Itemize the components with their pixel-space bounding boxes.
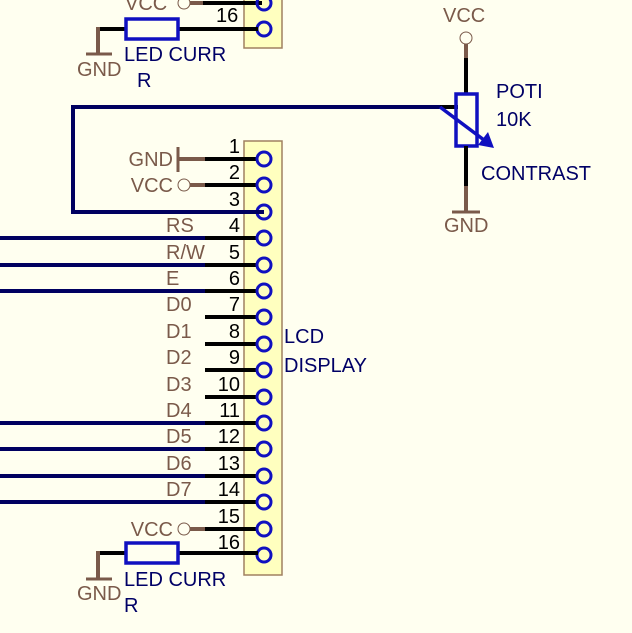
pad-9[interactable] xyxy=(255,361,273,379)
net-label-8: D1 xyxy=(166,321,192,343)
net-label-15: VCC xyxy=(131,519,173,541)
pin-number-15: 15 xyxy=(218,506,240,528)
pad-13[interactable] xyxy=(255,467,273,485)
poti-value: 10K xyxy=(496,109,532,131)
contrast-wire xyxy=(71,105,440,214)
net-label-1: GND xyxy=(129,149,173,171)
poti-wiper-line xyxy=(438,105,486,142)
net-label-2: VCC xyxy=(131,175,173,197)
pin-number-9: 9 xyxy=(229,347,240,369)
pad-15[interactable] xyxy=(255,520,273,538)
ledr-label-1: LED CURR xyxy=(124,569,226,591)
pin-number-10: 10 xyxy=(218,374,240,396)
lcd-label-line2: DISPLAY xyxy=(284,355,367,377)
partial-pin-16-number: 16 xyxy=(216,5,238,27)
net-label-13: D6 xyxy=(166,453,192,475)
net-label-6: E xyxy=(166,268,179,290)
partial-gnd-label: GND xyxy=(77,59,121,81)
potentiometer[interactable]: VCC GND POTI 10K CONTRAST xyxy=(438,5,591,237)
net-label-11: D4 xyxy=(166,400,192,422)
pin-number-3: 3 xyxy=(229,189,240,211)
pin-number-16: 16 xyxy=(218,532,240,554)
ledr-gnd-label: GND xyxy=(77,583,121,605)
net-label-10: D3 xyxy=(166,374,192,396)
pin-number-12: 12 xyxy=(218,426,240,448)
pad-2[interactable] xyxy=(255,176,273,194)
vcc-terminal-15 xyxy=(177,522,191,536)
pad-4[interactable] xyxy=(255,229,273,247)
net-label-5: R/W xyxy=(166,242,205,264)
poti-function: CONTRAST xyxy=(481,163,591,185)
pin-number-1: 1 xyxy=(229,136,240,158)
pin-number-7: 7 xyxy=(229,294,240,316)
pin-number-4: 4 xyxy=(229,215,240,237)
pin-number-2: 2 xyxy=(229,162,240,184)
pad-10[interactable] xyxy=(255,388,273,406)
poti-gnd-label: GND xyxy=(444,215,488,237)
partial-header-body xyxy=(243,0,283,49)
pad-14[interactable] xyxy=(255,493,273,511)
pad-12[interactable] xyxy=(255,440,273,458)
pin-number-13: 13 xyxy=(218,453,240,475)
partial-led-resistor[interactable] xyxy=(124,17,180,41)
partial-vcc-terminal xyxy=(177,0,191,10)
pad-7[interactable] xyxy=(255,308,273,326)
top-partial-section: VCC 16 GND LED CURR R xyxy=(77,0,283,92)
pad-1[interactable] xyxy=(255,150,273,168)
ledr-label-2: R xyxy=(124,595,138,617)
net-label-9: D2 xyxy=(166,347,192,369)
poti-vcc-label: VCC xyxy=(443,5,485,27)
pin-number-5: 5 xyxy=(229,242,240,264)
pad-11[interactable] xyxy=(255,414,273,432)
pad-5[interactable] xyxy=(255,256,273,274)
pin1-gnd-symbol xyxy=(176,147,205,172)
partial-resistor-label-2: R xyxy=(137,70,151,92)
net-label-7: D0 xyxy=(166,294,192,316)
lcd-label-line1: LCD xyxy=(284,326,324,348)
poti-wiper-arrow-icon xyxy=(478,132,494,148)
net-label-14: D7 xyxy=(166,479,192,501)
partial-vcc-label: VCC xyxy=(125,0,167,15)
poti-vcc-terminal xyxy=(459,31,473,45)
pin-number-14: 14 xyxy=(218,479,240,501)
net-label-4: RS xyxy=(166,215,194,237)
ledr-body xyxy=(124,541,180,565)
pin-number-11: 11 xyxy=(219,400,240,422)
pin-number-6: 6 xyxy=(229,268,240,290)
vcc-terminal-2 xyxy=(177,178,191,192)
net-label-12: D5 xyxy=(166,426,192,448)
poti-name: POTI xyxy=(496,81,543,103)
led-resistor[interactable]: GND LED CURR R xyxy=(77,541,258,617)
pad-6[interactable] xyxy=(255,282,273,300)
pin-number-8: 8 xyxy=(229,321,240,343)
partial-resistor-label-1: LED CURR xyxy=(124,44,226,66)
partial-pad-15[interactable] xyxy=(255,0,273,12)
pad-8[interactable] xyxy=(255,335,273,353)
